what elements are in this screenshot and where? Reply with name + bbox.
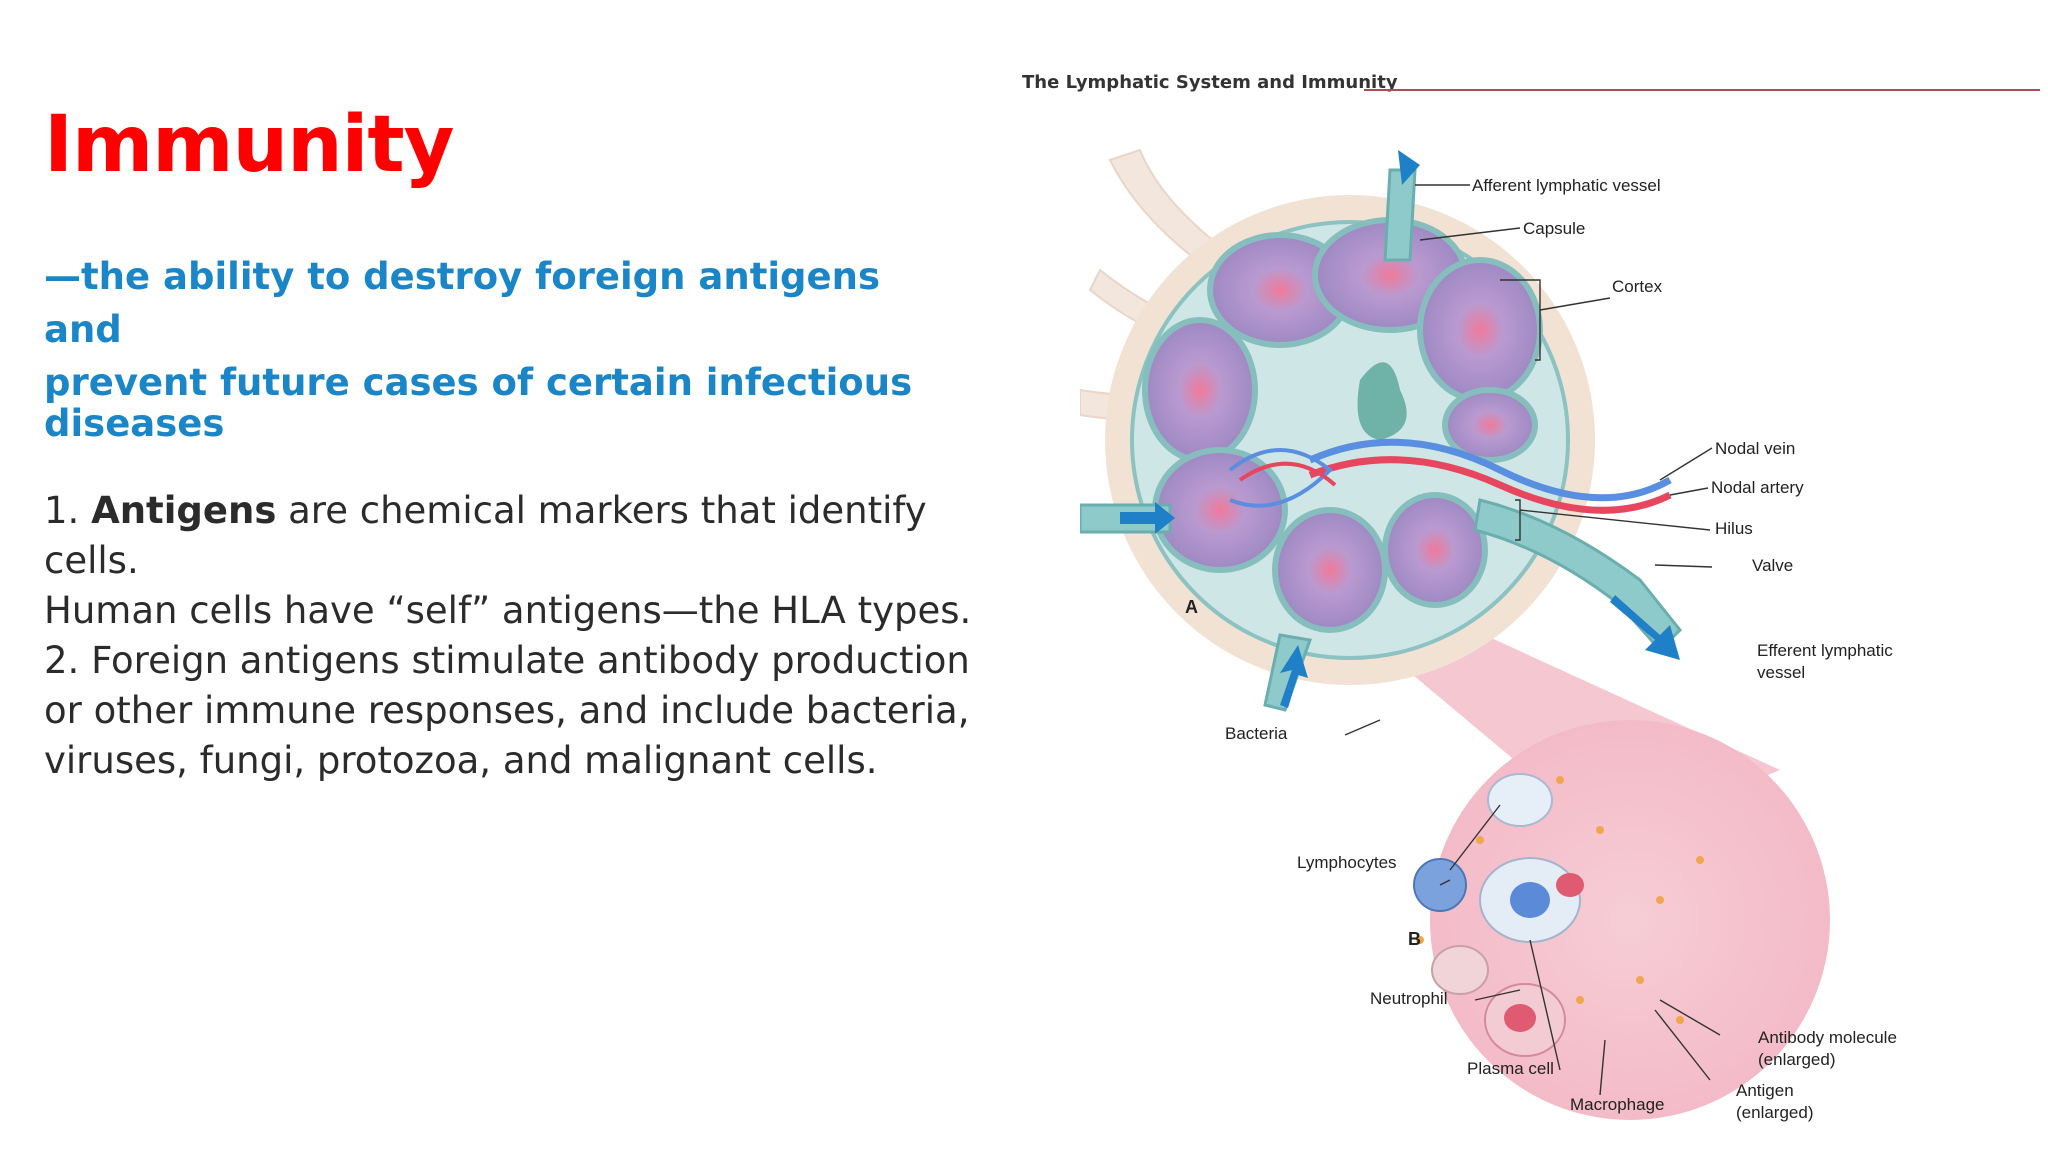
subtitle-line-3: diseases <box>44 402 225 445</box>
label-antibody-enlarged: (enlarged) <box>1758 1050 1836 1069</box>
label-antigen-enlarged: (enlarged) <box>1736 1103 1814 1122</box>
label-efferent-vessel: vessel <box>1757 663 1805 682</box>
label-bacteria: Bacteria <box>1225 724 1288 743</box>
label-plasma-cell: Plasma cell <box>1467 1059 1554 1078</box>
label-afferent-lymphatic-vessel: Afferent lymphatic vessel <box>1472 176 1661 195</box>
body-line-4: 2. Foreign antigens stimulate antibody p… <box>44 639 970 682</box>
body-line-2: cells. <box>44 539 139 582</box>
label-nodal-vein: Nodal vein <box>1715 439 1795 458</box>
label-cortex: Cortex <box>1612 277 1663 296</box>
body-line-5: or other immune responses, and include b… <box>44 689 970 732</box>
label-neutrophil: Neutrophil <box>1370 989 1448 1008</box>
leader-lines <box>1344 184 1721 1096</box>
slide-title: Immunity <box>44 100 454 190</box>
figure-header-rule <box>1364 89 2040 91</box>
label-capsule: Capsule <box>1523 219 1585 238</box>
label-lymphocytes: Lymphocytes <box>1297 853 1397 872</box>
label-panel-b: B <box>1408 929 1421 949</box>
body-line-3: Human cells have “self” antigens—the HLA… <box>44 589 972 632</box>
label-valve: Valve <box>1752 556 1793 575</box>
enlarged-tissue <box>1413 720 1830 1120</box>
subtitle-line-1: —the ability to destroy foreign antigens… <box>44 255 881 351</box>
blood-vessels <box>1228 438 1672 514</box>
body-line-1: 1. Antigens are chemical markers that id… <box>44 486 984 536</box>
label-antigen: Antigen <box>1736 1081 1794 1100</box>
body-line-6: viruses, fungi, protozoa, and malignant … <box>44 739 878 782</box>
label-hilus: Hilus <box>1715 519 1753 538</box>
body-line-1-prefix: 1. <box>44 489 92 532</box>
lymph-node-figure: Afferent lymphatic vessel Capsule Cortex… <box>1080 148 1897 1122</box>
subtitle-line-2: prevent future cases of certain infectio… <box>44 361 913 404</box>
lymph-node <box>1105 195 1595 685</box>
flow-arrows <box>1120 150 1680 708</box>
slide-body: 1. Antigens are chemical markers that id… <box>44 486 984 786</box>
body-line-1-rest: are chemical markers that identify <box>276 489 927 532</box>
label-efferent-lymphatic: Efferent lymphatic <box>1757 641 1893 660</box>
label-macrophage: Macrophage <box>1570 1095 1665 1114</box>
antigens-term: Antigens <box>91 489 277 532</box>
label-nodal-artery: Nodal artery <box>1711 478 1804 497</box>
label-panel-a: A <box>1185 597 1198 617</box>
slide-subtitle: —the ability to destroy foreign antigens… <box>44 250 944 450</box>
label-antibody-molecule: Antibody molecule <box>1758 1028 1897 1047</box>
figure-header: The Lymphatic System and Immunity <box>1022 72 1398 93</box>
